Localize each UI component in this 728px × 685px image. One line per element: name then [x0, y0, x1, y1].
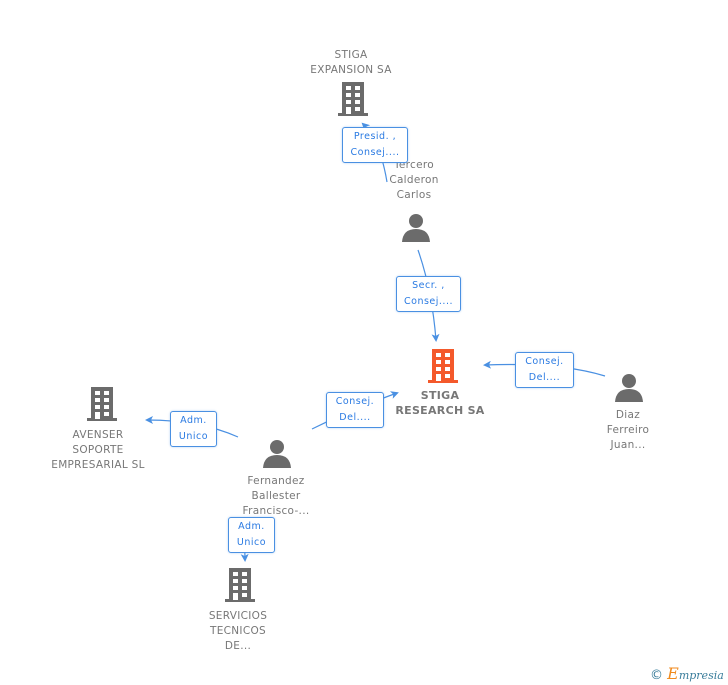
relation-text: Unico	[236, 537, 267, 548]
relation-text: Presid. ,	[353, 131, 397, 142]
relation-text: Del....	[339, 412, 371, 423]
copyright-icon: ©	[650, 668, 663, 683]
brand-name: mpresia	[678, 669, 724, 682]
node-label: SERVICIOS	[208, 610, 268, 622]
node-label: Juan...	[610, 439, 646, 451]
node-label: Fernandez	[247, 475, 305, 487]
node-label: TECNICOS	[209, 625, 266, 637]
person-icon[interactable]	[401, 212, 431, 246]
relation-text: Secr. ,	[412, 280, 445, 291]
node-fernandez[interactable]: Fernandez Ballester Francisco-...	[243, 474, 310, 519]
node-label: Ballester	[251, 490, 301, 502]
node-label: EMPRESARIAL SL	[51, 459, 145, 471]
relation-text: Adm.	[180, 415, 207, 426]
node-label: DE...	[224, 640, 252, 652]
node-tercero[interactable]: Tercero Calderon Carlos	[389, 158, 438, 203]
node-label: STIGA	[420, 389, 460, 402]
node-servicios[interactable]: SERVICIOS TECNICOS DE...	[209, 609, 267, 654]
relation-text: Adm.	[238, 521, 265, 532]
relation-text: Consej.	[525, 356, 564, 367]
node-label: EXPANSION SA	[310, 64, 392, 76]
node-avenser[interactable]: AVENSER SOPORTE EMPRESARIAL SL	[51, 428, 144, 473]
building-icon-main[interactable]	[427, 349, 459, 387]
relation-text: Consej....	[350, 147, 400, 158]
node-stiga-research[interactable]: STIGA RESEARCH SA	[395, 388, 484, 418]
node-label: Calderon	[389, 174, 439, 186]
building-icon[interactable]	[224, 568, 256, 606]
relation-label[interactable]: Consej. Del....	[326, 392, 384, 428]
person-icon[interactable]	[614, 372, 644, 406]
node-label: STIGA	[334, 49, 368, 61]
node-diaz[interactable]: Diaz Ferreiro Juan...	[607, 408, 649, 453]
relation-label[interactable]: Adm. Unico	[170, 411, 217, 447]
person-icon[interactable]	[262, 438, 292, 472]
node-label: RESEARCH SA	[395, 404, 485, 417]
building-icon[interactable]	[86, 387, 118, 425]
relation-label[interactable]: Adm. Unico	[228, 517, 275, 553]
relation-label[interactable]: Secr. , Consej....	[396, 276, 461, 312]
node-label: Francisco-...	[242, 505, 310, 517]
node-stiga-expansion[interactable]: STIGA EXPANSION SA	[310, 48, 391, 78]
relation-text: Del....	[528, 372, 561, 383]
node-label: Diaz	[615, 409, 641, 421]
empresia-logo[interactable]: © Empresia	[650, 664, 724, 683]
relation-label[interactable]: Consej. Del....	[515, 352, 574, 388]
brand-initial: E	[667, 664, 679, 683]
relation-text: Consej.	[335, 396, 375, 407]
node-label: AVENSER	[72, 429, 124, 441]
node-label: Carlos	[396, 189, 432, 201]
relation-text: Consej....	[404, 296, 453, 307]
relation-text: Unico	[178, 431, 209, 442]
relation-label[interactable]: Presid. , Consej....	[342, 127, 408, 163]
building-icon[interactable]	[337, 82, 369, 120]
node-label: Ferreiro	[606, 424, 650, 436]
node-label: SOPORTE	[72, 444, 124, 456]
